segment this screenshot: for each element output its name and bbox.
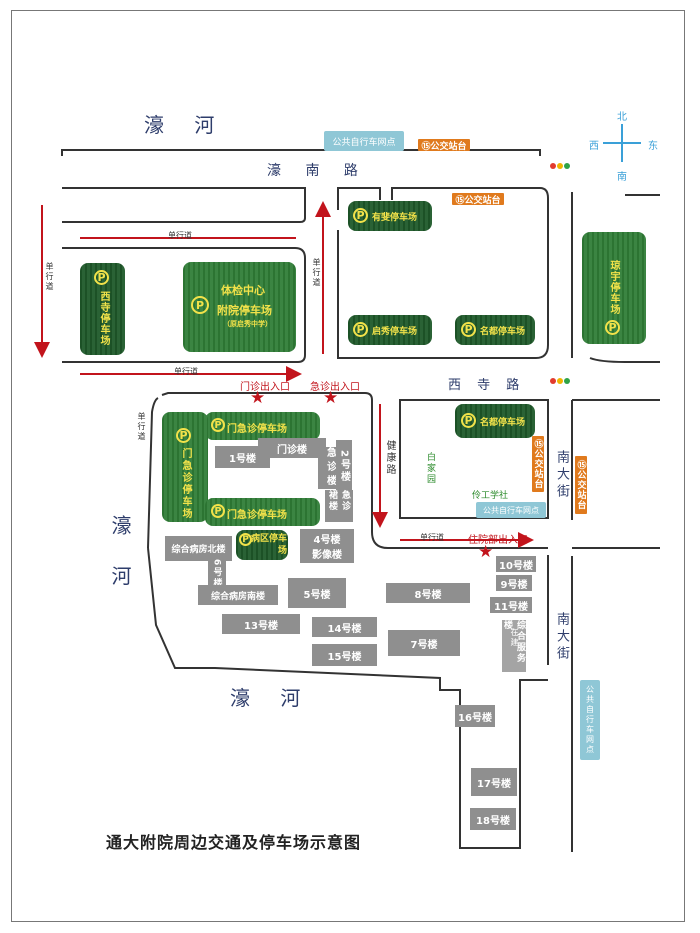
- compass-west: 西: [589, 141, 599, 152]
- parking-mingdu-top[interactable]: P 名都停车场: [455, 315, 535, 345]
- parking-label: 琼宇停车场: [608, 260, 619, 315]
- parking-label: 门急诊停车场: [227, 510, 287, 521]
- bus-stop-top: ⑮公交站台: [418, 139, 470, 152]
- entrance-zhuyuan-label: 住院部出入口: [468, 535, 528, 546]
- parking-label: 启秀停车场: [372, 327, 418, 337]
- oneway-label-1: 单行道: [168, 231, 192, 240]
- traffic-light-2: [550, 378, 570, 384]
- parking-p-icon: P: [211, 504, 225, 518]
- building-6: 6号楼: [208, 556, 226, 592]
- parking-qiongyu[interactable]: 琼宇停车场 P: [582, 232, 646, 344]
- oneway-label-6: 单行道: [420, 533, 444, 542]
- map-title: 通大附院周边交通及停车场示意图: [106, 833, 362, 852]
- building-menzhen: 门诊楼: [258, 438, 326, 458]
- compass-east: 东: [648, 141, 658, 152]
- map-frame: [11, 10, 685, 922]
- parking-label: 名都停车场: [480, 418, 526, 428]
- parking-label: 门急诊停车场: [180, 448, 191, 520]
- one-way-arrows: [34, 201, 534, 548]
- building-jizhenqun: 急诊裙楼: [325, 490, 353, 522]
- compass: [603, 124, 641, 162]
- parking-label-line1: 体检中心: [221, 284, 265, 297]
- parking-bingqu[interactable]: P 病区停车场: [236, 530, 288, 560]
- parking-p-icon: P: [461, 322, 476, 337]
- oneway-label-2: 单行道: [45, 262, 54, 292]
- oneway-label-4: 单行道: [174, 367, 198, 376]
- parking-label: 有斐停车场: [372, 213, 418, 223]
- building-4-label: 4号楼: [313, 535, 341, 546]
- river-label-bottom: 濠 河: [230, 686, 313, 710]
- parking-qixiu[interactable]: P 启秀停车场: [348, 315, 432, 345]
- bike-station-mid: 公共自行车网点: [476, 502, 546, 518]
- place-baijiayuan: 白家园: [425, 452, 435, 485]
- river-label-top: 濠 河: [144, 113, 227, 137]
- parking-p-icon: P: [211, 418, 225, 432]
- parking-p-icon: P: [353, 322, 368, 337]
- parking-xisi[interactable]: P 西寺停车场: [80, 263, 125, 355]
- parking-label: 名都停车场: [480, 327, 526, 337]
- compass-north: 北: [617, 112, 627, 123]
- bus-stop-right-a: ⑮公交站台: [532, 436, 544, 492]
- building-10: 10号楼: [496, 556, 536, 572]
- parking-label: 西寺停车场: [98, 291, 109, 346]
- building-yingxiang-label: 影像楼: [312, 550, 342, 561]
- bus-stop-mid: ⑮公交站台: [452, 193, 504, 206]
- building-4-yingxiang: 4号楼 影像楼: [300, 529, 354, 563]
- building-5: 5号楼: [288, 578, 346, 608]
- parking-p-icon: P: [239, 533, 252, 546]
- building-8: 8号楼: [386, 583, 470, 603]
- building-9: 9号楼: [496, 575, 532, 591]
- parking-youfei[interactable]: P 有斐停车场: [348, 201, 432, 231]
- parking-p-icon: P: [94, 270, 109, 285]
- road-label-haonan: 濠 南 路: [267, 163, 368, 179]
- parking-menji-top[interactable]: P 门急诊停车场: [205, 412, 320, 440]
- building-zonghe-south: 综合病房南楼: [198, 585, 278, 605]
- building-14: 14号楼: [312, 617, 377, 637]
- parking-menji-left[interactable]: P 门急诊停车场: [162, 412, 208, 522]
- place-linggong: 伶工学社: [472, 491, 509, 501]
- entrance-zhuyuan-star-icon: ★: [478, 542, 494, 562]
- road-outlines: [61, 149, 660, 852]
- building-2: 2号楼: [336, 440, 352, 492]
- parking-p-icon: P: [353, 208, 368, 223]
- building-18: 18号楼: [470, 808, 516, 830]
- building-zaijian-note: 在建: [510, 628, 519, 648]
- parking-label-line2: 附院停车场: [217, 304, 272, 317]
- bike-station-right: 公共自行车网点: [580, 680, 600, 760]
- entrance-jizhen-star-icon: ★: [323, 388, 339, 408]
- entrance-menzhen-label: 门诊出入口: [240, 382, 290, 393]
- oneway-label-5: 单行道: [137, 412, 146, 442]
- parking-label: 门急诊停车场: [227, 424, 287, 435]
- river-label-left: 濠 河: [108, 515, 132, 598]
- compass-south: 南: [617, 172, 627, 183]
- parking-p-icon: P: [461, 413, 476, 428]
- road-label-nandajie-lower: 南大街: [554, 612, 569, 663]
- bike-station-top: 公共自行车网点: [324, 131, 404, 151]
- road-label-jiankang: 健康路: [384, 440, 395, 476]
- road-label-xisi: 西 寺 路: [448, 378, 526, 393]
- building-7: 7号楼: [388, 630, 460, 656]
- oneway-label-3: 单行道: [312, 258, 321, 288]
- building-15: 15号楼: [312, 644, 377, 666]
- road-label-nandajie-upper: 南大街: [554, 450, 569, 501]
- building-11: 11号楼: [490, 597, 532, 613]
- building-16: 16号楼: [455, 705, 495, 727]
- parking-tijian[interactable]: P 体检中心 附院停车场 （原启秀中学）: [183, 262, 296, 352]
- parking-p-icon: P: [605, 320, 620, 335]
- traffic-light-1: [550, 163, 570, 169]
- building-1: 1号楼: [215, 446, 270, 468]
- parking-label: 病区停车场: [250, 534, 287, 556]
- building-zonghefuwu: 综合服务楼: [502, 620, 526, 672]
- entrance-menzhen-star-icon: ★: [250, 388, 266, 408]
- building-17: 17号楼: [471, 768, 517, 796]
- parking-menji-bottom[interactable]: P 门急诊停车场: [205, 498, 320, 526]
- entrance-jizhen-label: 急诊出入口: [310, 382, 360, 393]
- parking-mingdu-bottom[interactable]: P 名都停车场: [455, 404, 535, 438]
- parking-note: （原启秀中学）: [223, 320, 272, 328]
- parking-p-icon: P: [176, 428, 191, 443]
- building-13: 13号楼: [222, 614, 300, 634]
- parking-p-icon: P: [191, 296, 209, 314]
- bus-stop-right-b: ⑮公交站台: [575, 456, 587, 514]
